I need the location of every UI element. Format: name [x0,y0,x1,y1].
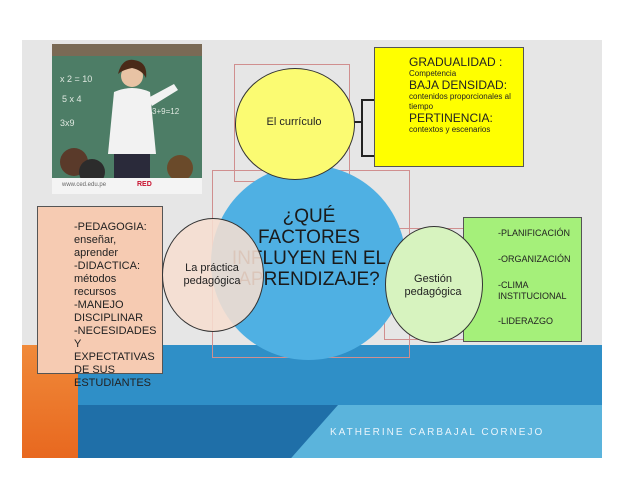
manejo-line: -MANEJO DISCIPLINAR [74,299,144,324]
svg-text:5 x 4: 5 x 4 [62,94,82,104]
necesidades-line: -NECESIDADES Y EXPECTATIVAS DE SUS ESTUD… [74,325,157,389]
teacher-illustration-icon: x 2 = 10 5 x 4 3x9 3+9=12 [52,44,202,194]
central-question: ¿QUÉ FACTORES INFLUYEN EN EL APRENDIZAJE… [231,206,387,290]
planificacion-item: -PLANIFICACIÓN [498,228,571,238]
pedagogia-detail: enseñar, aprender [74,234,119,259]
curriculo-details-box: GRADUALIDAD : Competencia BAJA DENSIDAD:… [374,47,524,167]
practica-details-box: -PEDAGOGIA: enseñar, aprender -DIDACTICA… [37,206,163,389]
liderazgo-item: -LIDERAZGO [498,316,554,326]
clima-item: -CLIMA INSTITUCIONAL [498,280,567,301]
photo-url: www.ced.edu.pe [62,182,107,188]
practica-circle [162,218,264,332]
baja-densidad-detail: contenidos proporcionales al tiempo [409,92,511,111]
curriculo-label: El currículo [266,116,322,128]
gradualidad-detail: Competencia [409,69,457,78]
didactica-detail: métodos recursos [74,273,117,298]
photo-caption-bar: www.ced.edu.pe RED [52,178,202,194]
svg-text:3+9=12: 3+9=12 [152,107,180,116]
svg-text:x 2 = 10: x 2 = 10 [60,74,92,84]
didactica-line: -DIDACTICA: [74,260,140,272]
baja-densidad-heading: BAJA DENSIDAD: [409,78,508,92]
gestion-circle [385,226,483,343]
pedagogia-line: -PEDAGOGIA: [74,221,147,233]
svg-text:3x9: 3x9 [60,118,75,128]
practica-label: La práctica pedagógica [183,262,241,287]
gradualidad-heading: GRADUALIDAD : [409,55,503,69]
curriculo-circle [235,68,355,180]
footer-band-dark [78,405,338,458]
pertinencia-heading: PERTINENCIA: [409,111,493,125]
pertinencia-detail: contextos y escenarios [409,125,491,134]
teacher-photo: x 2 = 10 5 x 4 3x9 3+9=12 [52,44,202,194]
gestion-label: Gestión pedagógica [404,273,462,298]
photo-logo: RED [137,181,152,188]
author-name: KATHERINE CARBAJAL CORNEJO [330,427,545,438]
organizacion-item: -ORGANIZACIÓN [498,254,571,264]
